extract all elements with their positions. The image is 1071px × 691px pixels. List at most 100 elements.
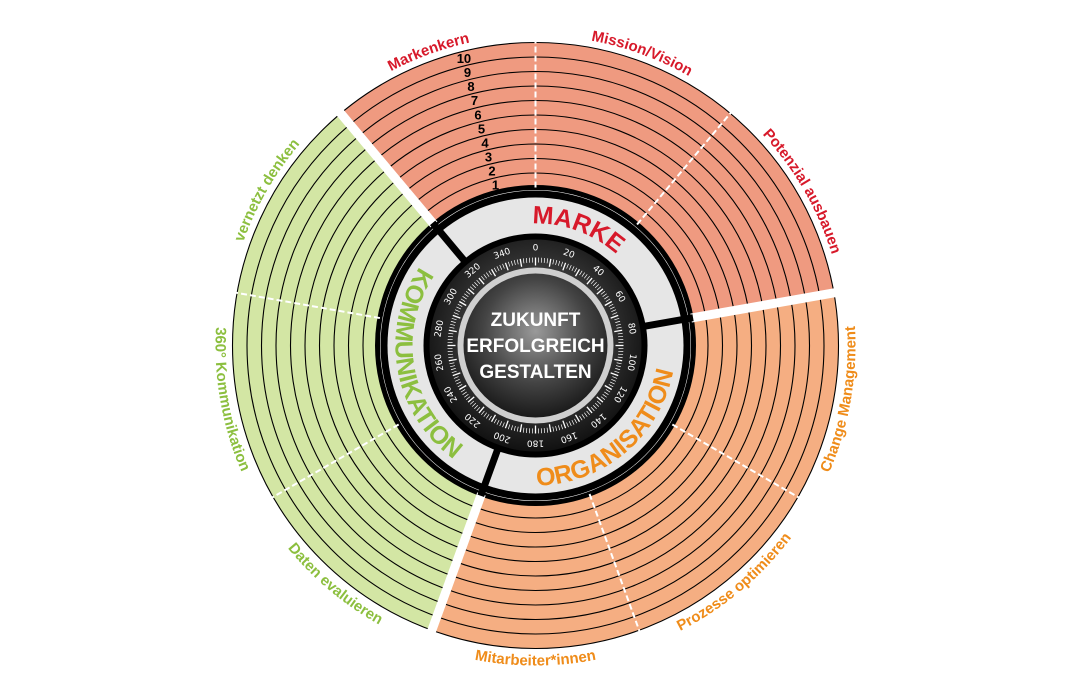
dial-tick — [618, 353, 624, 356]
center-line-2: ERFOLGREICH — [466, 336, 604, 357]
sub-divider-kommunikation-2 — [234, 291, 381, 320]
dial-tick — [610, 314, 619, 319]
dial-tick — [453, 312, 459, 315]
dial-tick — [562, 420, 567, 429]
ring-number-8: 8 — [467, 79, 474, 94]
center-line-1: ZUKUNFT — [491, 310, 581, 331]
dial-knob — [463, 273, 608, 418]
ring-number-2: 2 — [488, 164, 495, 179]
dial-tick — [450, 323, 456, 326]
dial-tick — [614, 317, 620, 321]
dial-tick — [496, 266, 500, 272]
dial-tick — [614, 329, 623, 333]
dial-tick — [600, 291, 606, 295]
dial-tick — [546, 258, 549, 264]
dial-tick — [471, 402, 477, 407]
dial-tick — [502, 422, 505, 428]
dial-tick — [543, 428, 546, 434]
dial-tick — [574, 414, 581, 423]
dial-tick — [612, 312, 618, 315]
dial-tick — [451, 370, 457, 374]
dial-tick — [615, 368, 621, 371]
sector-gap-organisation — [690, 287, 839, 323]
dial-tick — [462, 296, 467, 300]
dial-tick — [519, 424, 523, 433]
sub-divider-organisation-1 — [671, 423, 801, 499]
dial-tick — [499, 264, 503, 270]
dial-tick — [451, 317, 457, 321]
dial-tick — [605, 389, 611, 393]
dial-tick — [604, 391, 609, 395]
dial-tick — [610, 372, 619, 377]
ring-number-7: 7 — [471, 93, 478, 108]
dial-tick — [604, 384, 613, 391]
dial-tick — [616, 326, 622, 329]
dial-tick — [504, 262, 509, 271]
center-line-3: GESTALTEN — [479, 362, 591, 383]
dial-tick — [617, 332, 623, 335]
dial-tick — [490, 268, 497, 277]
dial-tick — [584, 274, 588, 279]
dial-tick — [525, 257, 528, 263]
dial-tick — [562, 262, 567, 271]
dial-tick — [486, 414, 490, 419]
dial-tick — [579, 270, 583, 276]
dial-tick — [602, 293, 607, 297]
dial-tick — [483, 274, 487, 279]
dial-tick — [555, 260, 558, 266]
dial-tick — [460, 298, 466, 302]
dial-tick — [590, 279, 595, 285]
ring-number-5: 5 — [478, 121, 485, 136]
dial-tick — [568, 421, 572, 427]
ring-number-6: 6 — [474, 107, 481, 122]
dial-tick — [448, 329, 457, 333]
dial-tick — [476, 406, 481, 412]
dial-tick — [581, 272, 585, 277]
dial-tick — [612, 376, 618, 379]
dial-tick — [452, 314, 461, 319]
dial-label: 280 — [434, 319, 447, 338]
dial-ticks — [447, 257, 624, 434]
dial-tick — [592, 281, 597, 287]
dial-tick — [579, 415, 583, 421]
dial-tick — [571, 419, 575, 425]
dial-tick — [513, 425, 516, 431]
dial-tick — [617, 356, 623, 359]
dial-tick — [600, 396, 606, 400]
dial-tick — [448, 358, 457, 362]
dial-tick — [571, 266, 575, 272]
dial-tick — [525, 428, 528, 434]
dial-tick — [614, 358, 623, 362]
dial-tick — [516, 259, 519, 265]
dial-tick — [552, 259, 555, 265]
dial-tick — [507, 424, 511, 430]
dial-tick — [592, 404, 597, 410]
dial-tick — [450, 365, 456, 368]
dial-tick — [590, 406, 595, 412]
level-ring-8 — [260, 70, 811, 621]
dial-tick — [456, 306, 462, 310]
dial-tick — [449, 362, 455, 365]
dial-tick — [604, 296, 609, 300]
dial-tick — [594, 402, 600, 407]
dial-tick — [611, 309, 617, 313]
dial-tick — [574, 267, 578, 273]
dial-tick — [490, 414, 497, 423]
dial-tick — [457, 384, 463, 388]
dial-tick — [460, 389, 466, 393]
band-separators — [429, 220, 694, 498]
sector-gap-marke — [334, 107, 438, 228]
dial-tick — [546, 427, 549, 433]
dial-tick — [618, 335, 624, 338]
dial-tick — [452, 372, 461, 377]
dial-tick — [566, 263, 569, 269]
dial-tick — [596, 288, 604, 295]
dial-tick — [467, 288, 475, 295]
dial-tick — [474, 404, 479, 410]
sub-divider-kommunikation-1 — [270, 423, 400, 499]
dial-tick — [457, 303, 463, 307]
dial-tick — [499, 421, 503, 427]
dial-tick — [488, 415, 492, 421]
